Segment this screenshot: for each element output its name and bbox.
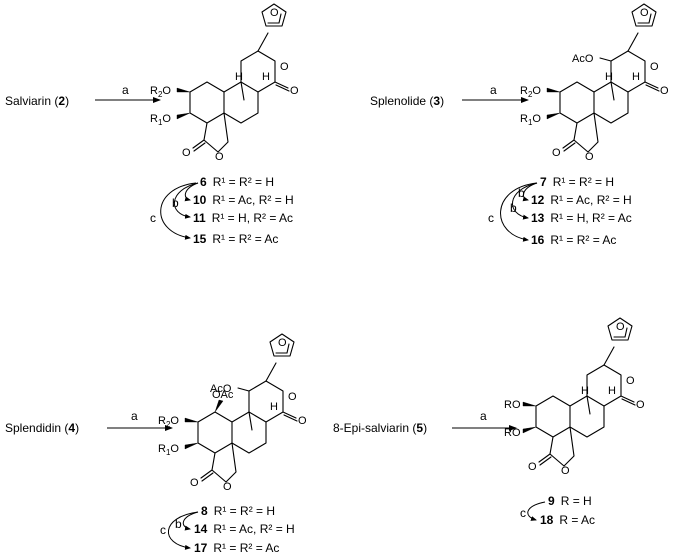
svg-text:H: H: [262, 71, 270, 83]
svg-text:O: O: [290, 85, 299, 97]
svg-text:O: O: [182, 147, 191, 159]
reaction-1: Salviarin (2) a O O O H H R2O R1O O O: [5, 3, 299, 246]
svg-text:H: H: [581, 385, 589, 397]
svg-text:O: O: [190, 477, 199, 489]
svg-text:O: O: [528, 461, 537, 473]
svg-text:H: H: [235, 71, 243, 83]
svg-text:O: O: [561, 465, 570, 477]
svg-text:a: a: [131, 409, 138, 423]
svg-text:6R¹ = R² = H: 6R¹ = R² = H: [200, 175, 274, 189]
svg-text:RO: RO: [504, 427, 521, 439]
svg-text:O: O: [636, 399, 645, 411]
svg-text:O: O: [280, 61, 289, 73]
svg-text:AcO: AcO: [572, 53, 594, 65]
svg-text:O: O: [585, 151, 594, 163]
svg-text:O: O: [270, 7, 279, 19]
svg-text:O: O: [660, 85, 669, 97]
svg-text:7R¹ = R² = H: 7R¹ = R² = H: [540, 175, 614, 189]
svg-text:O: O: [215, 151, 224, 163]
svg-text:O: O: [616, 321, 625, 333]
start-name-splendidin: Splendidin (4): [5, 421, 79, 435]
start-name-splenolide: Splenolide (3): [370, 94, 444, 108]
svg-text:O: O: [650, 61, 659, 73]
svg-text:R1O: R1O: [158, 443, 179, 457]
svg-text:8R¹ = R² = H: 8R¹ = R² = H: [201, 504, 275, 518]
svg-text:O: O: [278, 337, 287, 349]
reagent-label: a: [122, 83, 129, 97]
svg-text:R2O: R2O: [150, 85, 171, 99]
svg-text:9R = H: 9R = H: [548, 494, 592, 508]
svg-text:b: b: [172, 196, 179, 210]
svg-text:c: c: [520, 506, 526, 520]
svg-text:a: a: [490, 83, 497, 97]
svg-text:c: c: [160, 523, 166, 537]
svg-text:RO: RO: [504, 399, 521, 411]
svg-text:R2O: R2O: [520, 85, 541, 99]
start-name-salviarin: Salviarin (2): [5, 94, 69, 108]
svg-text:a: a: [480, 409, 487, 423]
svg-text:O: O: [298, 415, 307, 427]
svg-text:H: H: [605, 71, 613, 83]
reaction-4: 8-Epi-salviarin (5) a O O O H H RO RO O …: [333, 317, 645, 527]
svg-text:c: c: [488, 211, 494, 225]
svg-text:O: O: [552, 147, 561, 159]
svg-text:O: O: [288, 391, 297, 403]
svg-text:O: O: [223, 481, 232, 493]
svg-text:18R = Ac: 18R = Ac: [540, 513, 595, 527]
svg-text:b: b: [510, 201, 517, 215]
svg-text:OAc: OAc: [212, 389, 234, 401]
svg-text:AcO: AcO: [210, 383, 232, 395]
svg-text:H: H: [608, 385, 616, 397]
svg-text:b: b: [518, 186, 525, 200]
svg-text:H: H: [632, 71, 640, 83]
svg-text:b: b: [175, 517, 182, 531]
product-structure-4: O O O H H RO RO O O: [504, 317, 645, 477]
svg-text:c: c: [150, 211, 156, 225]
product-structure-1: O O O H H R2O R1O O O: [150, 3, 299, 163]
product-structure-2: O O O H H AcO R2O R1O O O: [520, 3, 669, 163]
product-structure-3: O O O H AcO OAc R2O R1O O O: [158, 333, 307, 493]
svg-text:R1O: R1O: [150, 113, 171, 127]
start-name-8-epi-salviarin: 8-Epi-salviarin (5): [333, 421, 427, 435]
reaction-3: Splendidin (4) a O O O H AcO OAc R2O R1O…: [5, 333, 307, 555]
svg-text:O: O: [626, 375, 635, 387]
reaction-2: Splenolide (3) a O O O H H AcO R2O R1O O…: [370, 3, 669, 247]
svg-text:R2O: R2O: [158, 415, 179, 429]
svg-text:H: H: [270, 401, 278, 413]
svg-text:O: O: [640, 7, 649, 19]
svg-text:R1O: R1O: [520, 113, 541, 127]
